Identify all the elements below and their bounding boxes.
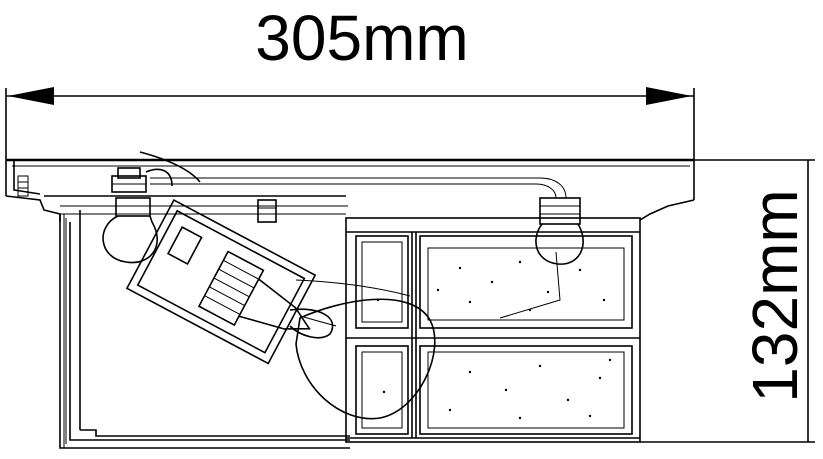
ceiling-canopy xyxy=(5,158,695,222)
bulb-left xyxy=(102,197,158,264)
lantern-frame xyxy=(59,205,350,449)
height-label: 132mm xyxy=(739,189,811,402)
bulb-right xyxy=(535,197,584,265)
height-dimension: 132mm xyxy=(640,159,815,443)
wiring xyxy=(139,151,567,199)
width-label: 305mm xyxy=(255,2,468,74)
width-arrow-right xyxy=(646,87,692,105)
width-arrow-left xyxy=(8,87,54,105)
glass-panels xyxy=(345,217,641,443)
tilted-lamp-holder xyxy=(125,198,317,365)
width-dimension: 305mm xyxy=(5,2,695,160)
bulb-center xyxy=(289,251,561,420)
socket-cluster xyxy=(111,167,277,223)
